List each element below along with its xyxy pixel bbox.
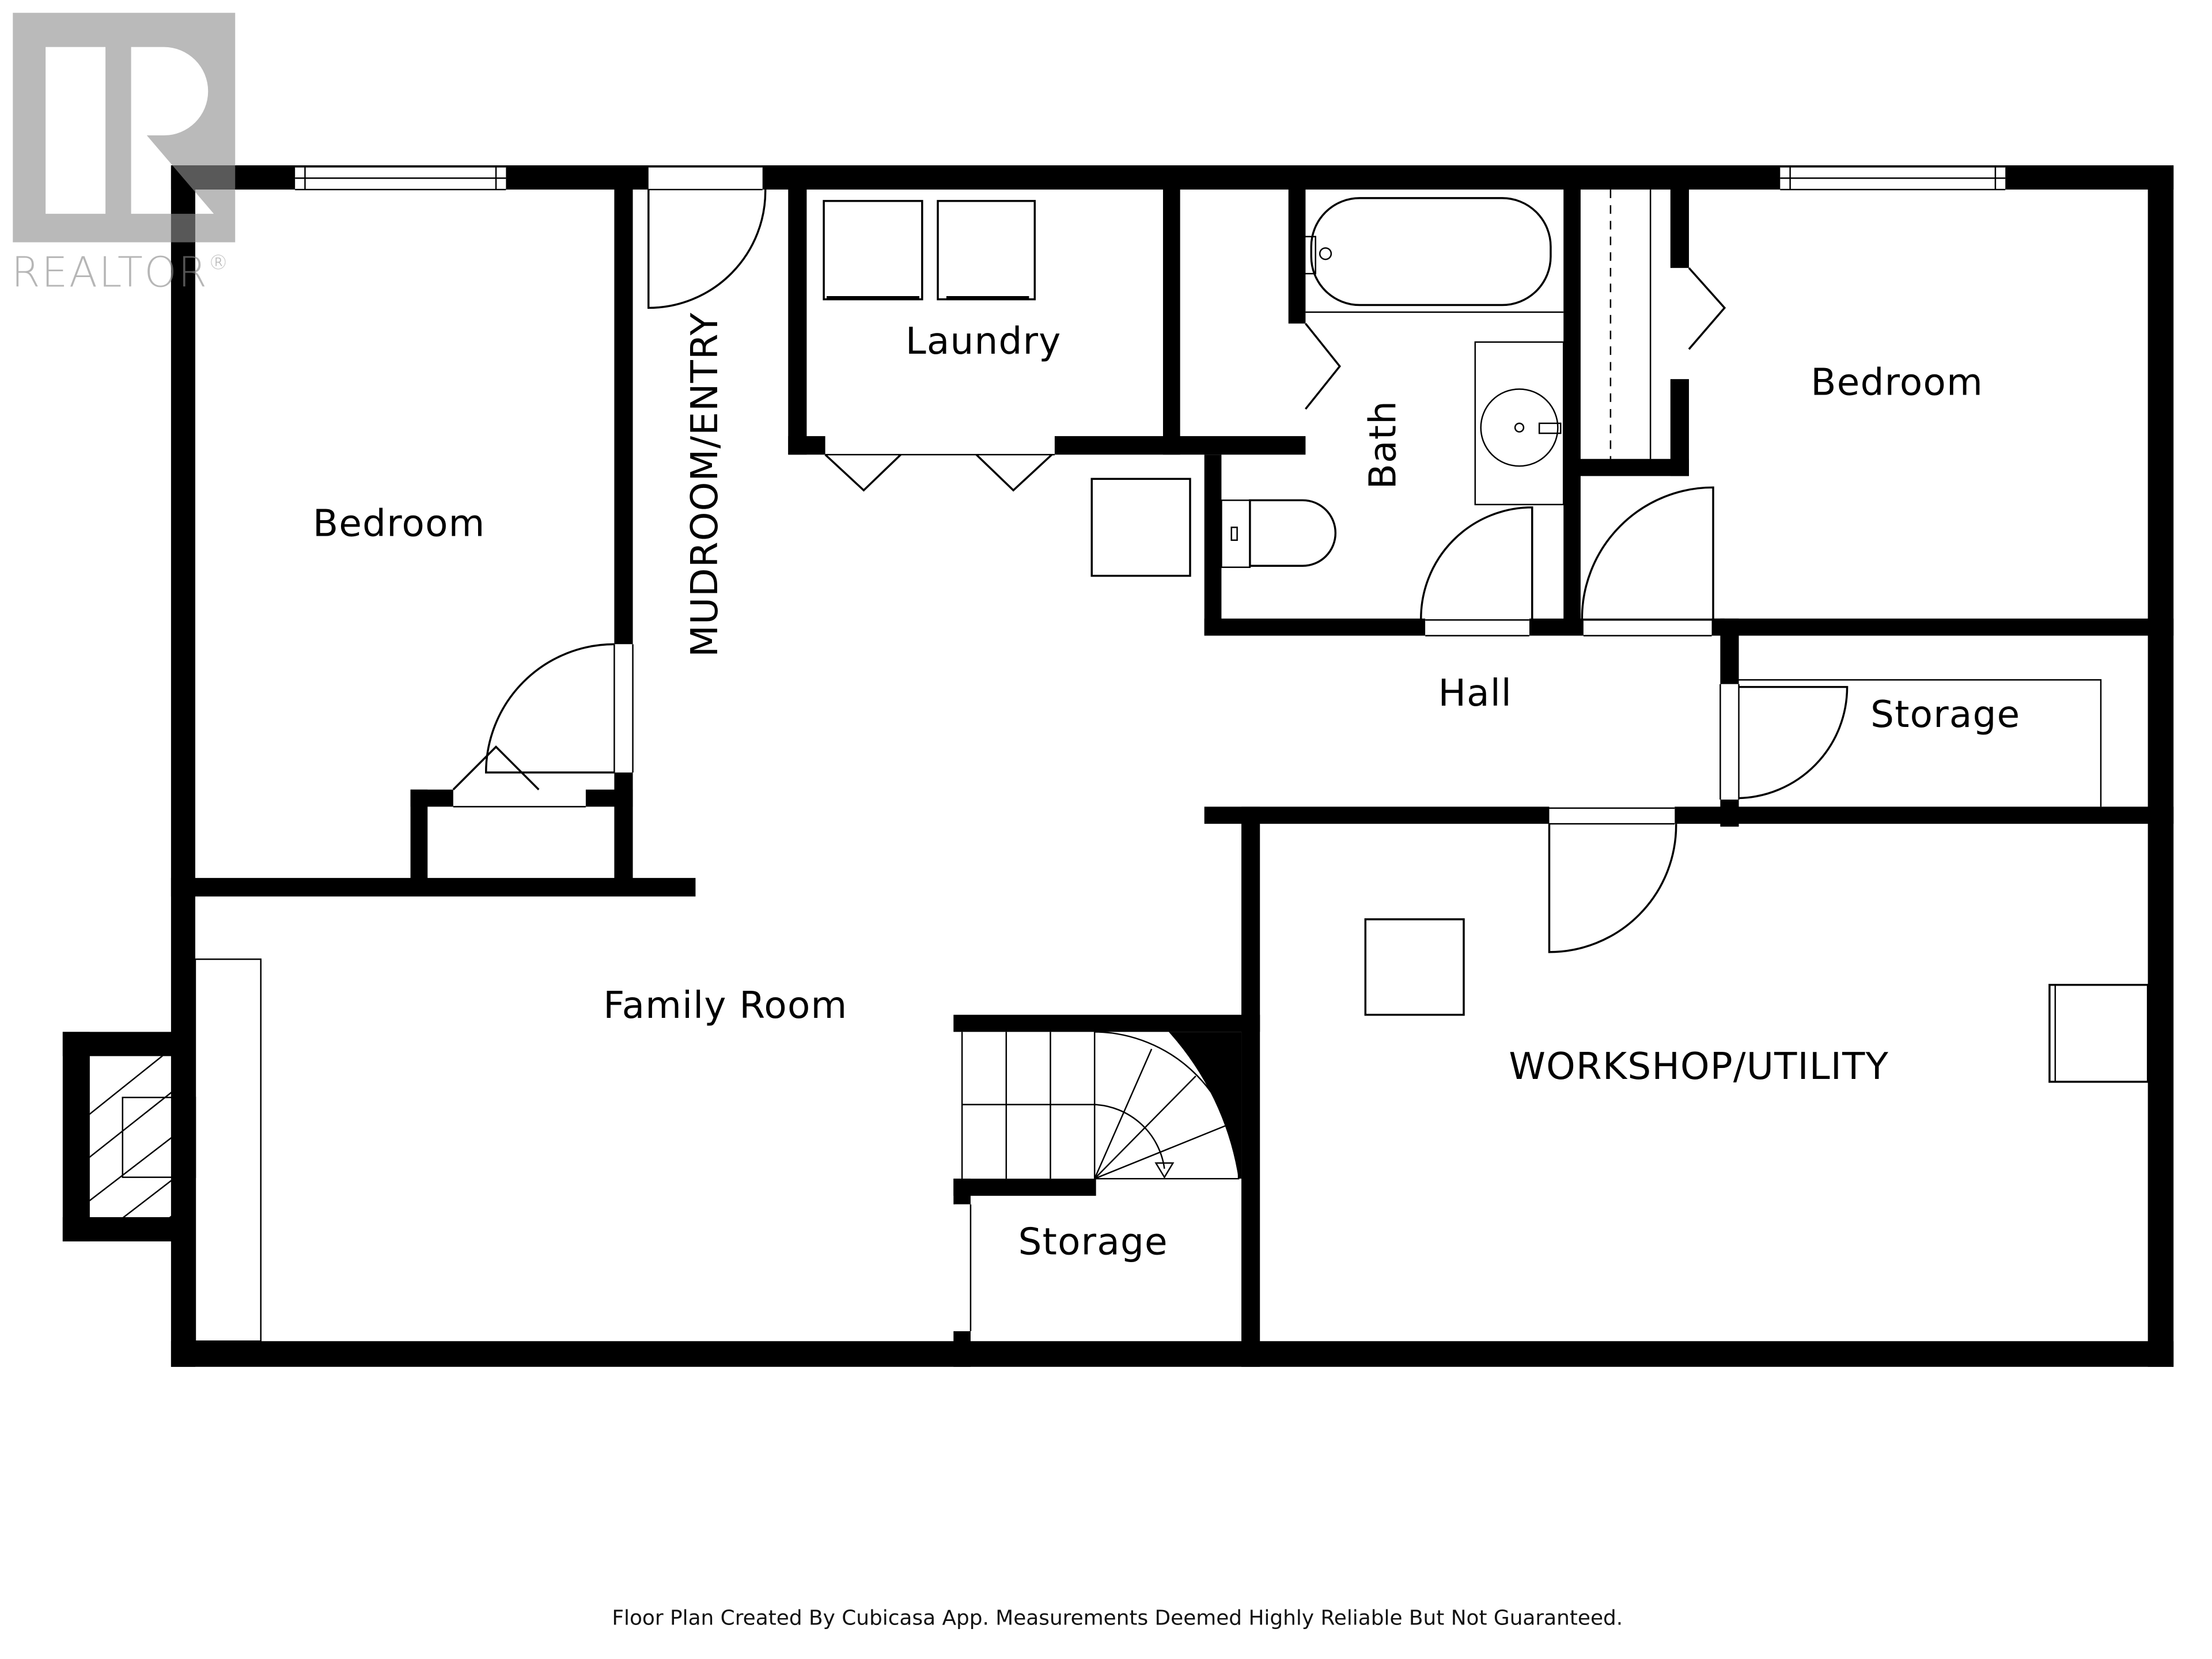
closet-bifold-west [452,745,586,808]
door-storage-east [1719,684,1849,800]
window-bedroom-east [1780,166,2006,191]
staircase [961,1031,1240,1180]
room-label-hall: Hall [1438,672,1512,715]
door-mudroom-exterior [647,166,767,309]
room-label-storage-east: Storage [1870,693,2020,736]
furnace [1364,918,1465,1016]
washer [823,200,923,301]
room-label-laundry: Laundry [906,320,1062,363]
room-label-bedroom-west: Bedroom [313,502,486,546]
utility-cabinet [1090,478,1191,577]
footer-disclaimer: Floor Plan Created By Cubicasa App. Meas… [612,1607,1623,1630]
room-label-family-room: Family Room [603,984,847,1027]
door-bath [1420,506,1533,637]
door-workshop [1548,807,1677,953]
built-in-shelf [194,958,262,1342]
realtor-logo: REALTOR® [12,13,236,296]
door-bedroom-east [1581,486,1714,637]
interior-walls [62,165,2174,1367]
water-heater [2048,983,2149,1083]
toilet [1221,499,1336,568]
fireplace [89,1056,196,1217]
bath-closet-door [1305,323,1341,410]
room-label-mudroom-entry: MUDROOM/ENTRY [683,312,726,657]
window-bedroom-west [295,166,506,191]
room-label-workshop-utility: WORKSHOP/UTILITY [1509,1045,1889,1088]
door-storage-stairs [955,1204,972,1331]
door-bedroom-west [484,643,634,774]
laundry-bifold-doors [824,454,1055,492]
dryer [937,200,1036,301]
room-label-bedroom-east: Bedroom [1810,361,1983,404]
bathtub [1303,197,1564,313]
realtor-r-icon [13,13,236,243]
closet-east [1609,190,1726,459]
room-label-bath: Bath [1362,400,1405,489]
realtor-text: REALTOR® [12,248,230,296]
vanity-sink [1474,341,1565,506]
room-label-storage-stairs: Storage [1018,1221,1168,1264]
storage-shelf [1738,679,2102,807]
